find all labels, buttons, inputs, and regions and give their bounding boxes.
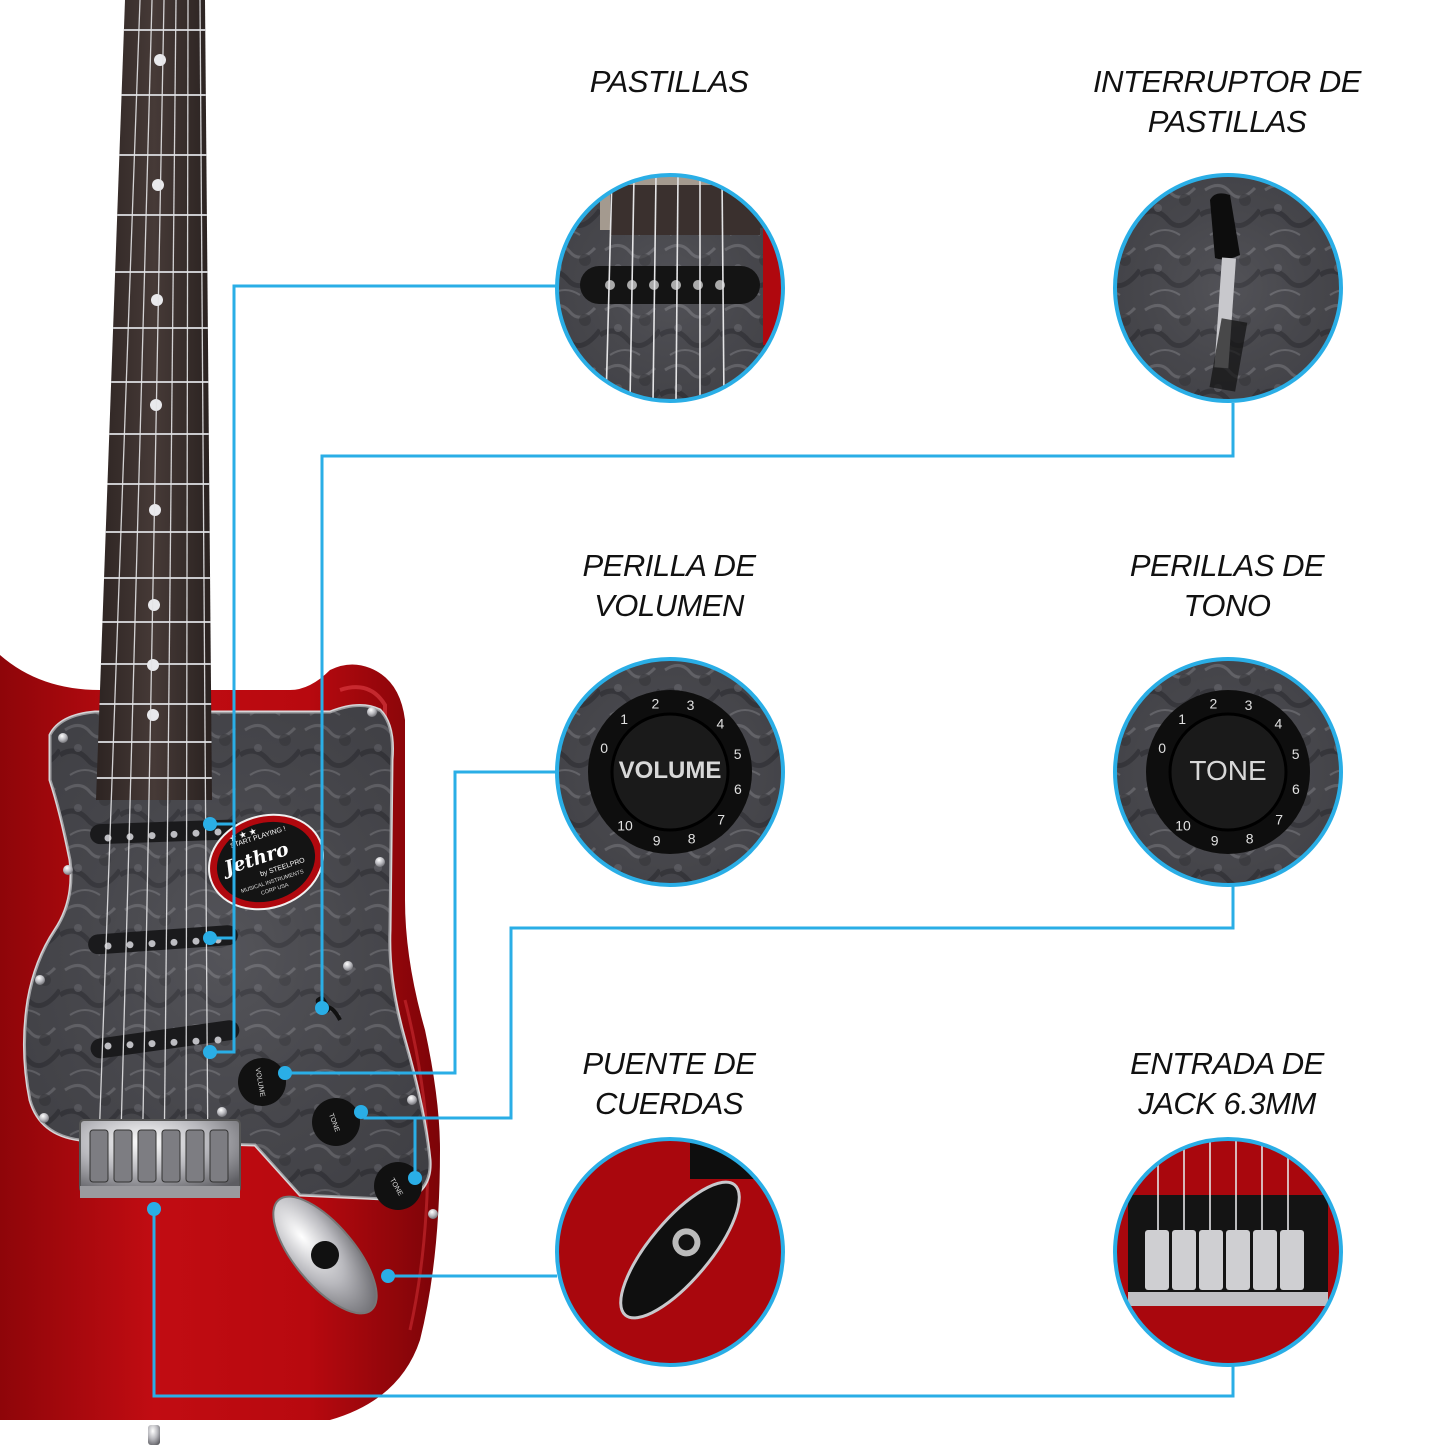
knob-scale-number: 6 xyxy=(1292,781,1300,797)
inlay-dot xyxy=(147,659,159,671)
knob-scale-number: 6 xyxy=(734,781,742,797)
guitar-tone-knob-1: TONE xyxy=(312,1098,360,1146)
detail-jack xyxy=(555,1137,785,1367)
callout-pickups xyxy=(212,284,557,1054)
string xyxy=(163,0,177,1171)
knob-scale-number: 2 xyxy=(652,696,660,712)
inlay-dot xyxy=(154,54,166,66)
callout-dots xyxy=(147,817,422,1283)
string xyxy=(185,0,189,1171)
string xyxy=(199,0,209,1171)
knob-scale-number: 7 xyxy=(1275,812,1283,828)
knob-scale-number: 0 xyxy=(600,740,608,756)
tone-knob-label: TONE xyxy=(1189,755,1266,786)
knob-scale-number: 9 xyxy=(653,833,661,849)
inlay-dot xyxy=(151,294,163,306)
knob-scale-number: 4 xyxy=(1275,715,1283,731)
label-tone-knobs: PERILLAS DE TONO xyxy=(1129,548,1325,623)
label-volume-knob: PERILLA DE VOLUMEN xyxy=(582,548,756,623)
guitar: START PLAYING ! Jethro by STEELPRO MUSIC… xyxy=(0,0,440,1445)
knob-scale-number: 5 xyxy=(1292,746,1300,762)
label-jack: ENTRADA DE JACK 6.3MM xyxy=(1130,1046,1324,1121)
detail-pickup-switch xyxy=(1113,173,1343,403)
detail-bridge xyxy=(1113,1137,1343,1367)
string xyxy=(97,0,141,1171)
callout-bridge xyxy=(152,1210,1235,1398)
knob-scale-number: 10 xyxy=(1175,818,1191,834)
label-pickups: PASTILLAS xyxy=(589,64,749,99)
output-jack-plate xyxy=(272,1195,378,1315)
knob-scale-number: 0 xyxy=(1158,740,1166,756)
string xyxy=(141,0,165,1171)
strings xyxy=(97,0,209,1171)
knob-scale-number: 3 xyxy=(687,697,695,713)
inlay-dot xyxy=(147,709,159,721)
knob-scale-number: 1 xyxy=(1178,711,1186,727)
knob-scale-number: 8 xyxy=(1246,831,1254,847)
knob-scale-number: 4 xyxy=(717,715,725,731)
volume-knob-label: VOLUME xyxy=(619,757,722,784)
knob-scale-number: 3 xyxy=(1245,697,1253,713)
knob-scale-number: 7 xyxy=(717,812,725,828)
label-bridge: PUENTE DE CUERDAS xyxy=(582,1046,756,1121)
pickguard-screws xyxy=(35,707,438,1219)
guitar-volume-knob: VOLUME xyxy=(238,1058,286,1106)
bridge xyxy=(79,1119,241,1198)
knob-scale-number: 1 xyxy=(620,711,628,727)
callout-switch xyxy=(320,403,1235,1005)
knob-scale-number: 5 xyxy=(734,746,742,762)
callout-volume xyxy=(288,770,557,1075)
knob-scale-number: 9 xyxy=(1211,833,1219,849)
callout-lines xyxy=(152,284,1235,1398)
inlay-dot xyxy=(148,599,160,611)
knob-scale-number: 10 xyxy=(617,818,633,834)
knob-scale-number: 8 xyxy=(688,831,696,847)
strap-button xyxy=(148,1425,160,1445)
string xyxy=(119,0,153,1171)
brand-logo: START PLAYING ! Jethro by STEELPRO MUSIC… xyxy=(208,813,324,911)
knob-scale-number: 2 xyxy=(1210,696,1218,712)
frets xyxy=(96,29,212,779)
label-pickup-switch: INTERRUPTOR DE PASTILLAS xyxy=(1092,64,1362,139)
detail-pickups xyxy=(555,173,785,403)
inlay-dot xyxy=(152,179,164,191)
